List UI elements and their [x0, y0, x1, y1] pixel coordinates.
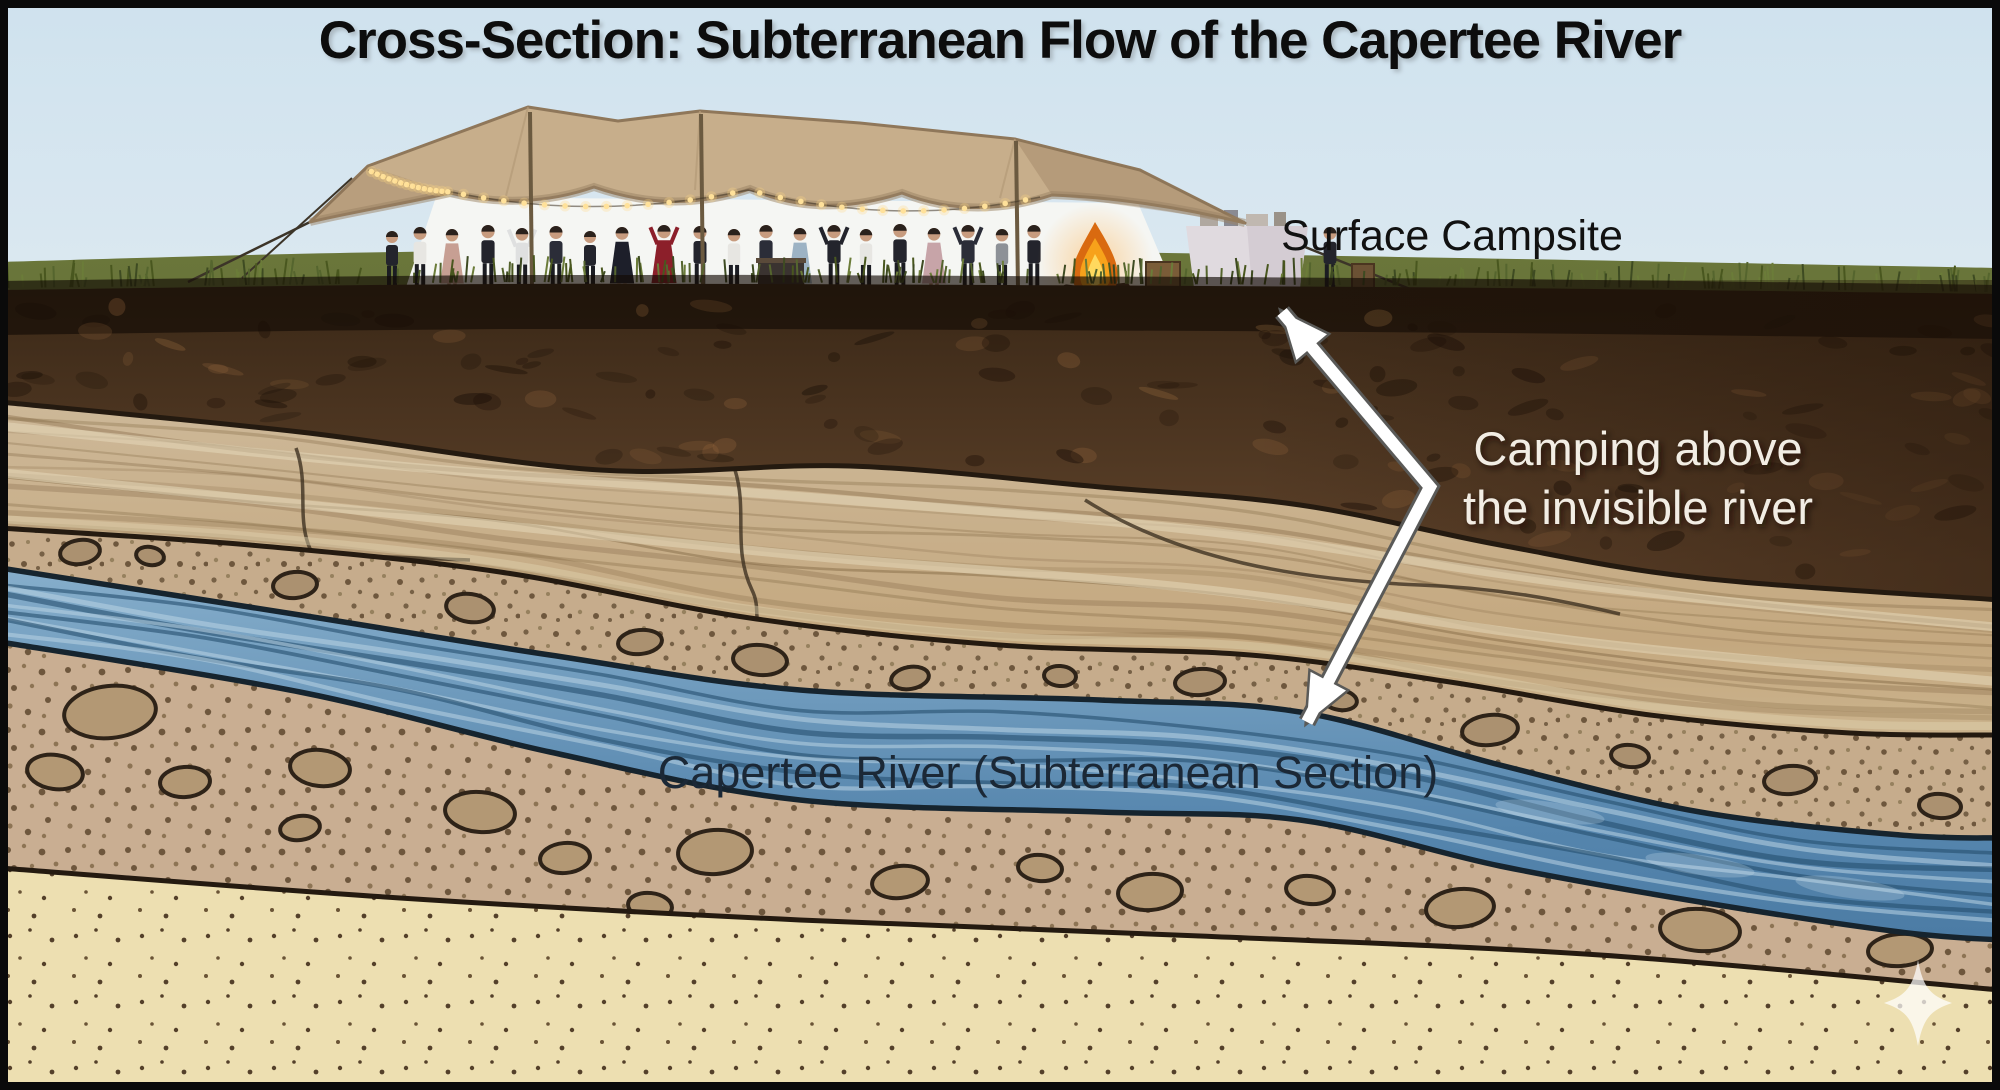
sparkle-icon — [1884, 960, 1952, 1046]
river-label: Capertee River (Subterranean Section) — [658, 747, 1438, 798]
camping-label-line1-shadow: Camping above — [1476, 425, 1805, 478]
geological-layers — [0, 274, 2000, 1090]
diagram-title-shadow: Cross-Section: Subterranean Flow of the … — [322, 14, 1685, 73]
camping-label-line2: the invisible river — [1463, 481, 1813, 534]
title-block: Cross-Section: Subterranean Flow of the … — [319, 11, 1686, 73]
camping-label-line2-shadow: the invisible river — [1466, 484, 1816, 537]
surface-campsite-label: Surface Campsite — [1281, 212, 1623, 260]
camping-annotation: Camping above the invisible river Campin… — [1463, 422, 1816, 537]
diagram-title: Cross-Section: Subterranean Flow of the … — [319, 11, 1682, 70]
double-arrow — [1275, 306, 1441, 728]
camping-label-line1: Camping above — [1473, 422, 1802, 475]
